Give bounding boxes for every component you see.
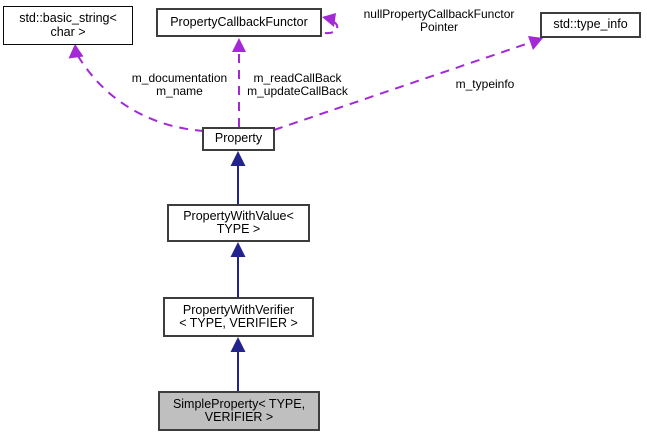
node-label-property-with-value: PropertyWithValue< TYPE > [183, 208, 294, 236]
node-label-simple-property: SimpleProperty< TYPE, VERIFIER > [172, 396, 306, 424]
node-property-with-verifier[interactable]: PropertyWithVerifier < TYPE, VERIFIER > [163, 297, 314, 337]
node-label-property: Property [214, 131, 263, 146]
edge-line-callback-functor-self [324, 21, 339, 35]
arrowhead-basic-string [68, 44, 84, 59]
arrowhead-callback-functor [232, 38, 246, 52]
node-std-basic-string[interactable]: std::basic_string< char > [3, 6, 133, 45]
arrowhead-inherit-property-with-value [230, 242, 246, 257]
arrowhead-inherit-property [230, 151, 246, 166]
edge-line-property-basic-string [77, 55, 205, 132]
node-label-std-basic-string: std::basic_string< char > [19, 11, 117, 39]
edge-label-null-property-callback-functor-pointer: nullPropertyCallbackFunctor Pointer [363, 7, 515, 35]
edge-property-with-verifier-to-property-with-value [230, 242, 246, 297]
arrowhead-callback-functor-self [322, 13, 336, 27]
edge-property-to-basic-string [68, 44, 205, 132]
edge-property-to-type-info [273, 36, 543, 131]
arrowhead-inherit-property-with-verifier [230, 337, 246, 352]
node-std-type-info[interactable]: std::type_info [540, 12, 641, 38]
edge-label-m-read-update-callback: m_readCallBack m_updateCallBack [247, 71, 348, 99]
node-label-property-callback-functor: PropertyCallbackFunctor [170, 14, 308, 29]
node-simple-property[interactable]: SimpleProperty< TYPE, VERIFIER > [158, 391, 320, 431]
node-property-callback-functor[interactable]: PropertyCallbackFunctor [156, 8, 322, 37]
edge-simple-property-to-property-with-verifier [230, 337, 246, 391]
node-property[interactable]: Property [202, 127, 275, 151]
arrowhead-type-info [528, 36, 543, 50]
edge-line-property-type-info [273, 41, 533, 131]
edge-property-to-callback-functor [232, 38, 246, 127]
node-property-with-value[interactable]: PropertyWithValue< TYPE > [167, 204, 310, 242]
edge-label-m-typeinfo: m_typeinfo [455, 77, 515, 91]
node-label-property-with-verifier: PropertyWithVerifier < TYPE, VERIFIER > [179, 302, 298, 330]
node-label-std-type-info: std::type_info [553, 17, 628, 32]
edge-property-with-value-to-property [230, 151, 246, 204]
edge-callback-functor-self-loop [322, 13, 339, 35]
edge-label-m-documentation-m-name: m_documentation m_name [131, 71, 228, 99]
